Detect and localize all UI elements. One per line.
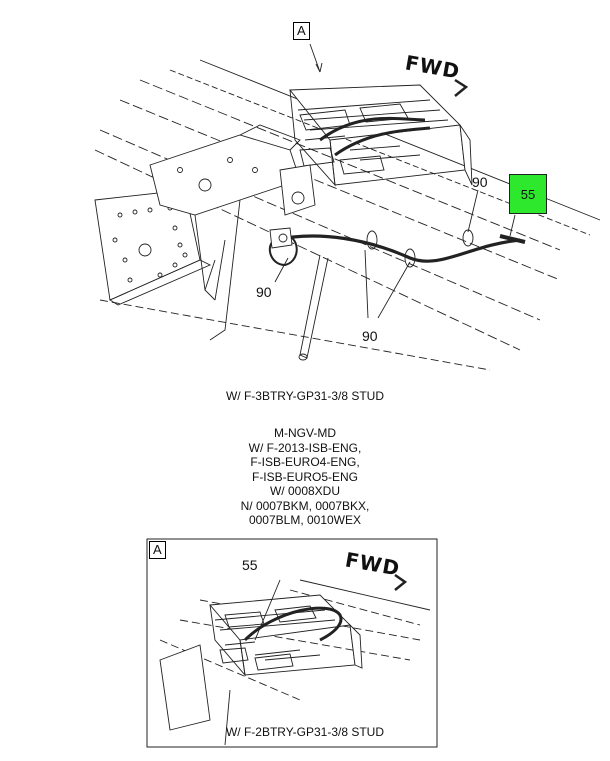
note-line: W/ 0008XDU xyxy=(269,484,341,498)
callout-55-bottom: 55 xyxy=(242,557,258,573)
top-view-caption: W/ F-3BTRY-GP31-3/8 STUD xyxy=(225,389,385,403)
applicability-notes: M-NGV-MD W/ F-2013-ISB-ENG, F-ISB-EURO4-… xyxy=(0,426,610,528)
note-line: F-ISB-EURO4-ENG, xyxy=(250,455,360,469)
callout-90-bottom: 90 xyxy=(362,328,378,344)
callout-90-top: 90 xyxy=(472,174,488,190)
bottom-view-caption: W/ F-2BTRY-GP31-3/8 STUD xyxy=(225,725,385,739)
callout-55-highlighted: 55 xyxy=(509,174,547,214)
view-label-a-top: A xyxy=(293,22,310,40)
note-line: 0007BLM, 0010WEX xyxy=(248,513,362,527)
note-line: W/ F-2013-ISB-ENG, xyxy=(248,440,362,455)
callout-90-left: 90 xyxy=(256,284,272,300)
note-line: F-ISB-EURO5-ENG xyxy=(251,469,358,484)
note-line: N/ 0007BKM, 0007BKX, xyxy=(240,498,370,513)
view-label-a-bottom: A xyxy=(149,541,166,559)
note-line: M-NGV-MD xyxy=(274,426,336,440)
